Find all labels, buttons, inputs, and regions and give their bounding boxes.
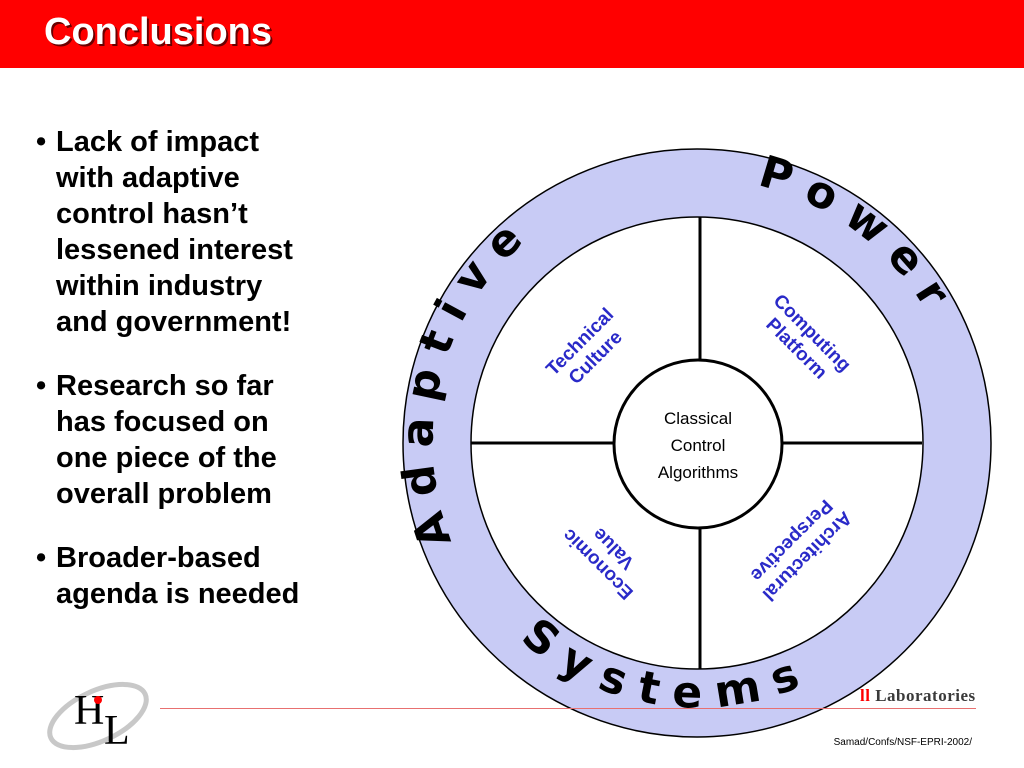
bullet-text: Lack of impact with adaptive control has… <box>56 126 293 338</box>
logo-dot <box>94 696 102 704</box>
center-label: Classical <box>664 409 732 428</box>
brand-accent: ll <box>860 686 871 705</box>
title-bar: Conclusions <box>0 0 1024 68</box>
bullet-mark: • <box>36 370 47 402</box>
bullet-text: Broader-based agenda is needed <box>56 542 300 610</box>
brand-name: ll Laboratories <box>860 686 976 706</box>
bullet-mark: • <box>36 542 47 574</box>
logo-swoosh <box>47 681 149 751</box>
bullet-mark: • <box>36 126 47 158</box>
slide-title: Conclusions <box>44 11 273 53</box>
bullet-list: • Lack of impact with adaptive control h… <box>36 124 366 640</box>
bullet-item: • Research so far has focused on one pie… <box>36 368 366 512</box>
bullet-item: • Lack of impact with adaptive control h… <box>36 124 366 340</box>
center-circle <box>612 358 784 530</box>
logo-letter-l: L <box>104 708 130 754</box>
center-label: Control <box>671 436 726 455</box>
footer-divider <box>160 708 976 709</box>
footer-citation: Samad/Confs/NSF-EPRI-2002/ <box>833 737 972 748</box>
center-label: Algorithms <box>658 463 738 482</box>
bullet-item: • Broader-based agenda is needed <box>36 540 366 612</box>
hl-logo: H L <box>47 681 149 754</box>
bullet-text: Research so far has focused on one piece… <box>56 370 277 510</box>
brand-rest: Laboratories <box>870 686 976 705</box>
logo-letter-h: H <box>74 688 104 734</box>
